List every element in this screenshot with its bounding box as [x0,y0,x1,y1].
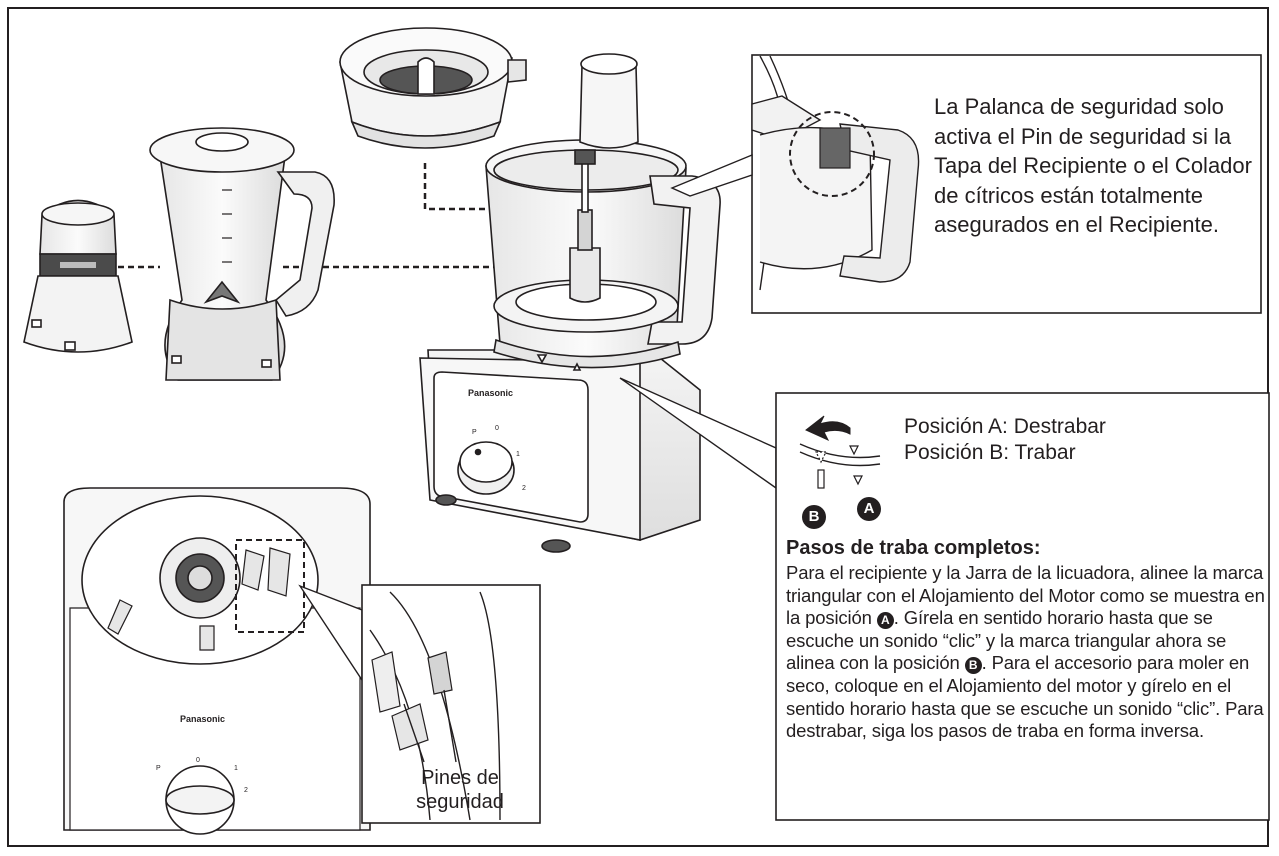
brand-logo: Panasonic [468,388,513,398]
locking-steps-body: Para el recipiente y la Jarra de la licu… [786,562,1268,743]
blender-jar [149,127,335,381]
motor-base-top-view: Panasonic P 0 1 2 [63,487,371,835]
safety-pins-label: Pines de seguridad [416,767,504,813]
position-a-label: Posición A: Destrabar [904,415,1106,438]
locking-steps-part1: Para el recipiente y la Jarra de la licu… [786,562,1265,629]
position-a-marker: A [876,612,894,630]
dial-label-2: 2 [244,787,248,794]
dial-label-2: 2 [522,485,526,492]
dashed-connectors [118,163,518,269]
safety-lever-callout: La Palanca de seguridad solo activa el P… [934,94,1252,237]
dial-labels-top: P 0 1 2 [156,757,248,794]
safety-pins-zoom [298,584,541,824]
locking-steps-part3: . Para el accesorio para moler en seco, … [786,652,1264,742]
locking-steps-title: Pasos de traba completos: [786,537,1041,559]
position-a-badge: A [857,497,881,521]
position-zoom [619,377,1270,821]
locking-steps-part2: . Gírela en sentido horario hasta que se… [786,607,1227,674]
brand-logo-top: Panasonic [180,714,225,724]
dial-labels: P 0 1 2 [472,425,526,492]
dial-label-1: 1 [516,451,520,458]
safety-lever-zoom [670,54,1262,314]
dry-mill-attachment [23,199,133,353]
dial-label-0: 0 [196,757,200,764]
dial-label-p: P [472,429,477,436]
dial-label-0: 0 [495,425,499,432]
position-b-marker: B [964,657,982,675]
position-b-label: Posición B: Trabar [904,441,1076,464]
citrus-strainer [339,27,527,149]
dial-label-1: 1 [234,765,238,772]
position-b-badge: B [802,505,826,529]
food-processor: Panasonic P 0 1 2 [419,53,721,553]
dial-label-p: P [156,765,161,772]
